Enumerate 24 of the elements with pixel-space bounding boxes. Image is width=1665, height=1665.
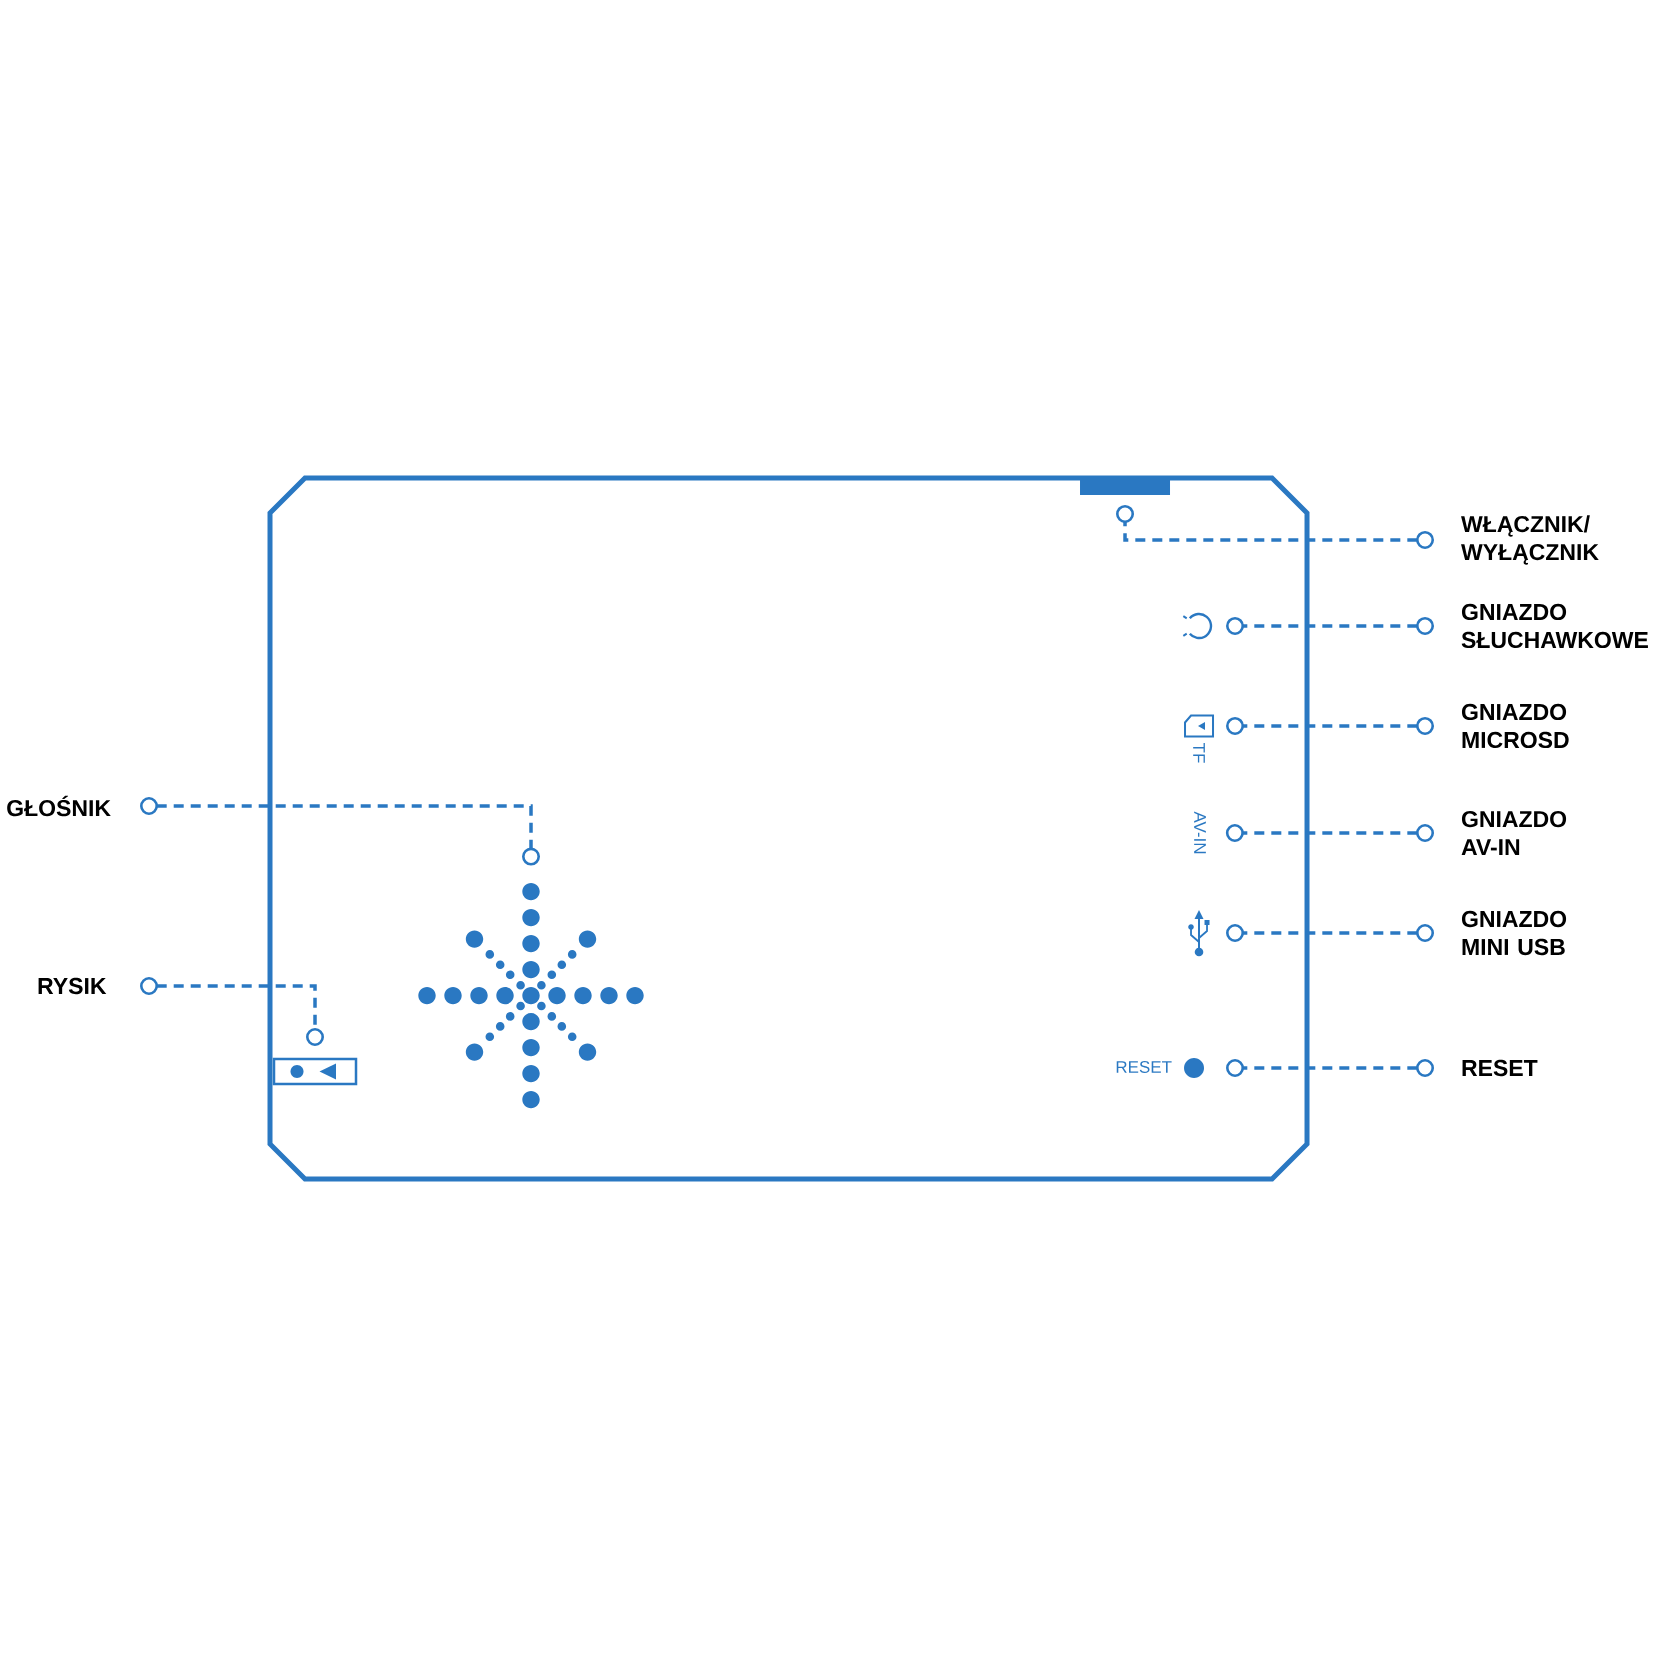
leader-line — [140, 977, 324, 1046]
device-outline — [267, 475, 1310, 1182]
leader-line — [1226, 1059, 1434, 1077]
leader-line — [1226, 617, 1434, 635]
leader-line — [1116, 505, 1434, 549]
part-label: GNIAZDO MICROSD — [1461, 703, 1569, 749]
card-label: TF — [1193, 743, 1205, 763]
leader-line — [1225, 824, 1434, 842]
part-label: GNIAZDO AV-IN — [1461, 810, 1567, 855]
part-label: GŁOŚNIK — [7, 795, 111, 817]
leader-line — [1226, 717, 1434, 735]
port-label: AV-IN — [1194, 811, 1206, 854]
part-label: RESET — [1462, 1059, 1538, 1077]
usb-icon — [1188, 910, 1210, 957]
part-label: GNIAZDO MINI USB — [1461, 910, 1567, 956]
leader-line — [140, 797, 540, 866]
speaker-grille — [418, 882, 644, 1109]
leader-line — [1226, 924, 1434, 942]
part-label: RYSIK — [38, 977, 107, 995]
jack-icon — [1182, 612, 1213, 640]
part-label: WŁĄCZNIK/ WYŁĄCZNIK — [1461, 515, 1599, 565]
part-label: GNIAZDO SŁUCHAWKOWE — [1461, 603, 1648, 649]
button-label: RESET — [1116, 1060, 1172, 1073]
stylus-slot — [272, 1057, 358, 1086]
